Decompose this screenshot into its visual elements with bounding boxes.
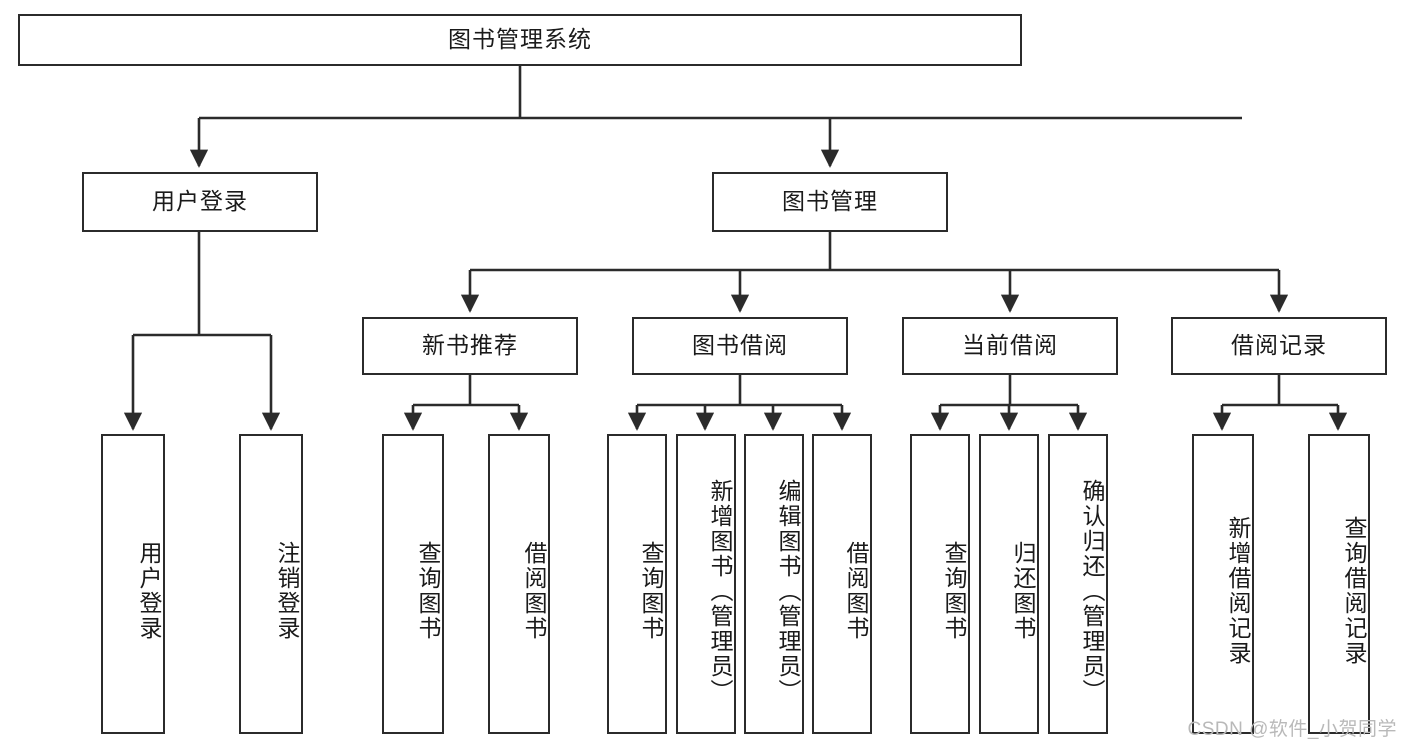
leaf-edit-book[interactable]: 编辑图书（管理员） <box>744 434 804 734</box>
leaf-user-login[interactable]: 用户登录 <box>101 434 165 734</box>
node-label: 新增图书（管理员） <box>707 478 733 704</box>
node-label: 新书推荐 <box>422 332 518 359</box>
leaf-query-book-current[interactable]: 查询图书 <box>910 434 970 734</box>
node-label: 用户登录 <box>152 188 248 215</box>
node-book-borrow[interactable]: 图书借阅 <box>632 317 848 375</box>
node-label: 查询图书 <box>941 541 967 641</box>
leaf-logout-login[interactable]: 注销登录 <box>239 434 303 734</box>
node-label: 查询借阅记录 <box>1341 516 1367 666</box>
leaf-add-borrow-record[interactable]: 新增借阅记录 <box>1192 434 1254 734</box>
node-label: 图书管理 <box>782 188 878 215</box>
node-current-borrow[interactable]: 当前借阅 <box>902 317 1118 375</box>
node-label: 借阅图书 <box>843 541 869 641</box>
leaf-confirm-return[interactable]: 确认归还（管理员） <box>1048 434 1108 734</box>
node-label: 借阅图书 <box>521 541 547 641</box>
leaf-add-book[interactable]: 新增图书（管理员） <box>676 434 736 734</box>
leaf-query-borrow-record[interactable]: 查询借阅记录 <box>1308 434 1370 734</box>
node-label: 编辑图书（管理员） <box>775 478 801 704</box>
node-user-login[interactable]: 用户登录 <box>82 172 318 232</box>
leaf-query-book-new-book[interactable]: 查询图书 <box>382 434 444 734</box>
node-label: 新增借阅记录 <box>1225 516 1251 666</box>
node-label: 借阅记录 <box>1231 332 1327 359</box>
node-label: 查询图书 <box>415 541 441 641</box>
node-book-management[interactable]: 图书管理 <box>712 172 948 232</box>
node-root-book-management-system[interactable]: 图书管理系统 <box>18 14 1022 66</box>
node-new-book-recommend[interactable]: 新书推荐 <box>362 317 578 375</box>
node-label: 查询图书 <box>638 541 664 641</box>
node-label: 用户登录 <box>136 541 162 641</box>
node-label: 图书借阅 <box>692 332 788 359</box>
node-label: 归还图书 <box>1010 541 1036 641</box>
node-borrow-record[interactable]: 借阅记录 <box>1171 317 1387 375</box>
node-label: 图书管理系统 <box>448 26 592 53</box>
watermark: CSDN @软件_小贺同学 <box>1187 719 1397 740</box>
node-label: 当前借阅 <box>962 332 1058 359</box>
node-label: 确认归还（管理员） <box>1079 478 1105 704</box>
leaf-query-book-borrow[interactable]: 查询图书 <box>607 434 667 734</box>
leaf-borrow-book-new-book[interactable]: 借阅图书 <box>488 434 550 734</box>
node-label: 注销登录 <box>274 541 300 641</box>
leaf-return-book[interactable]: 归还图书 <box>979 434 1039 734</box>
leaf-borrow-book[interactable]: 借阅图书 <box>812 434 872 734</box>
